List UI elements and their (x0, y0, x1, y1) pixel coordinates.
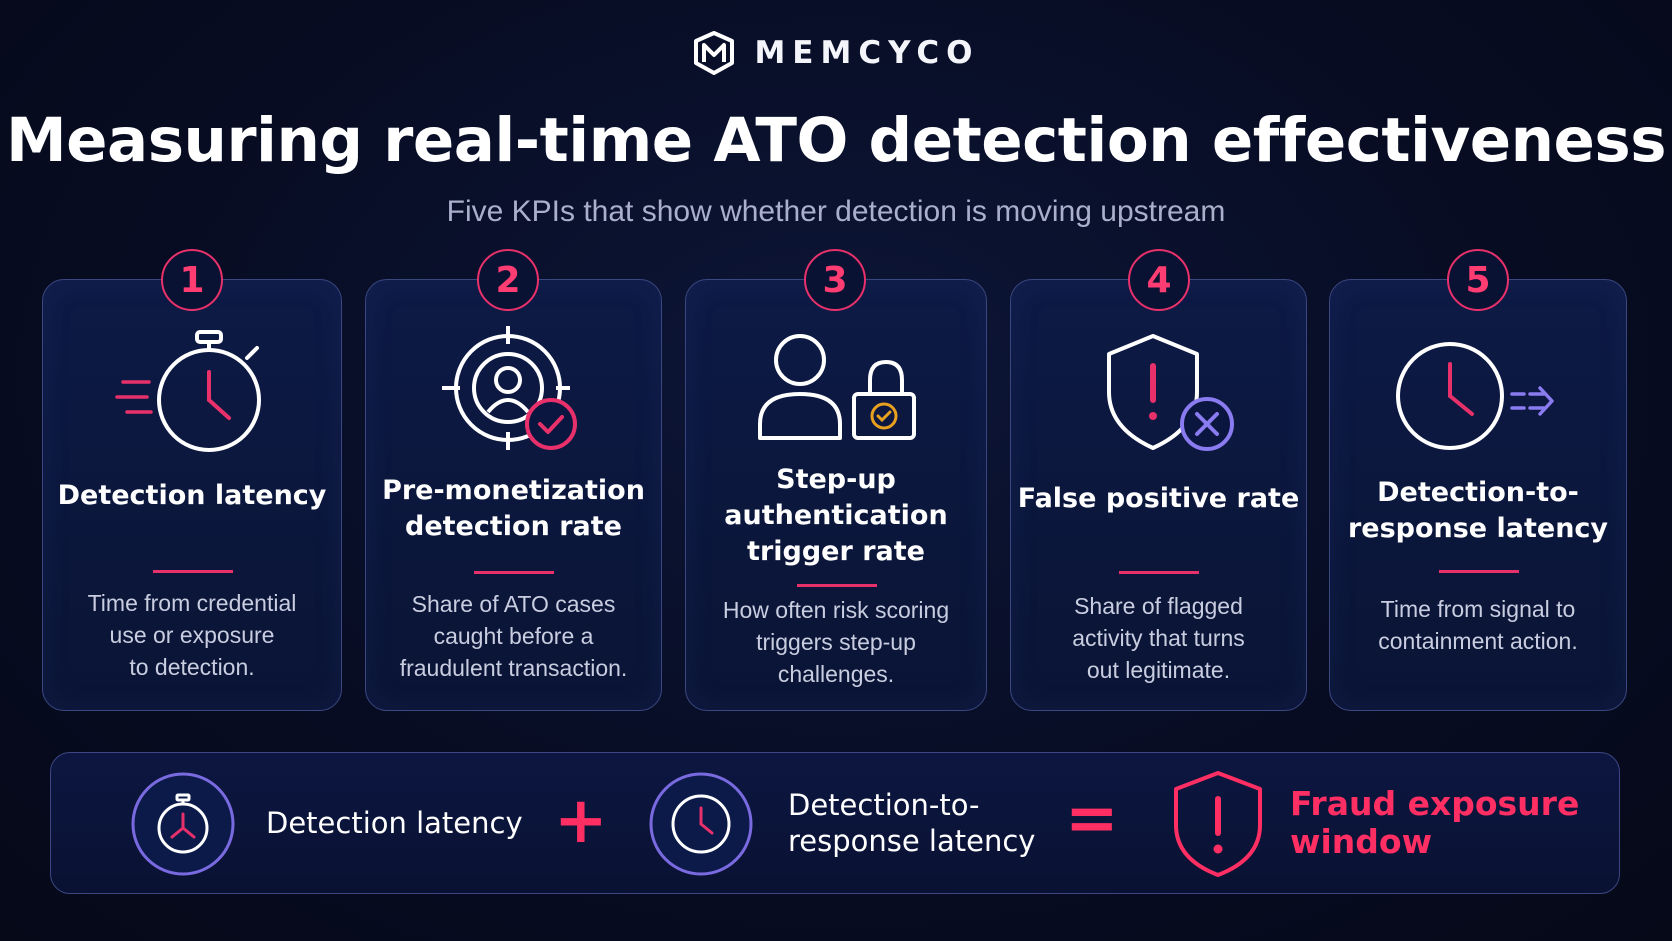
kpi-card-detection-to-response: Detection-to- response latency Time from… (1329, 279, 1627, 711)
kpi-description: Time from credential use or exposure to … (87, 590, 297, 680)
brand-logo: MEMCYCO (0, 30, 1672, 76)
kpi-number-badge: 2 (477, 249, 539, 311)
target-user-check-icon (442, 326, 577, 450)
page-subtitle: Five KPIs that show whether detection is… (446, 195, 1226, 228)
equation-term-detection-latency: Detection latency (266, 806, 523, 840)
kpi-card-pre-monetization: Pre-monetization detection rate Share of… (365, 279, 662, 711)
kpi-title: Pre-monetization detection rate (382, 475, 645, 542)
kpi-title: Detection latency (57, 480, 327, 511)
equation-term-detection-to-response: Detection-to- response latency (788, 788, 1036, 858)
equals-sign: = (1065, 782, 1119, 856)
kpi-divider (1119, 571, 1199, 574)
kpi-description: Time from signal to containment action. (1378, 596, 1578, 654)
kpi-divider (797, 584, 877, 587)
stopwatch-icon (115, 330, 261, 452)
kpi-description: Share of flagged activity that turns out… (1072, 593, 1245, 683)
kpi-card-false-positive: False positive rate Share of flagged act… (1010, 279, 1307, 711)
kpi-title: Step-up authentication trigger rate (724, 464, 948, 567)
kpi-description: Share of ATO cases caught before a fraud… (399, 591, 628, 681)
shield-alert-x-icon (1107, 334, 1234, 451)
clock-icon (649, 772, 753, 876)
equation-result-fraud-exposure: Fraud exposure window (1290, 784, 1580, 861)
kpi-number-badge: 5 (1447, 249, 1509, 311)
stopwatch-icon (131, 772, 235, 876)
plus-sign: + (554, 784, 608, 858)
page-title: Measuring real-time ATO detection effect… (5, 105, 1667, 176)
kpi-divider (474, 571, 554, 574)
kpi-card-step-up-auth: Step-up authentication trigger rate How … (685, 279, 987, 711)
kpi-number-badge: 3 (804, 249, 866, 311)
shield-alert-icon (1174, 771, 1262, 877)
kpi-number-badge: 4 (1128, 249, 1190, 311)
clock-arrow-icon (1396, 342, 1554, 450)
kpi-title: False positive rate (1017, 483, 1300, 514)
brand-name: MEMCYCO (754, 35, 980, 71)
kpi-title: Detection-to- response latency (1347, 477, 1609, 544)
kpi-card-detection-latency: Detection latency Time from credential u… (42, 279, 342, 711)
kpi-description: How often risk scoring triggers step-up … (722, 597, 950, 687)
fraud-exposure-equation-panel: Detection latency + Detection-to- respon… (50, 752, 1620, 894)
kpi-number-badge: 1 (161, 249, 223, 311)
kpi-divider (153, 570, 233, 573)
kpi-divider (1439, 570, 1519, 573)
user-lock-icon (758, 334, 916, 440)
memcyco-logo-icon (694, 31, 735, 75)
